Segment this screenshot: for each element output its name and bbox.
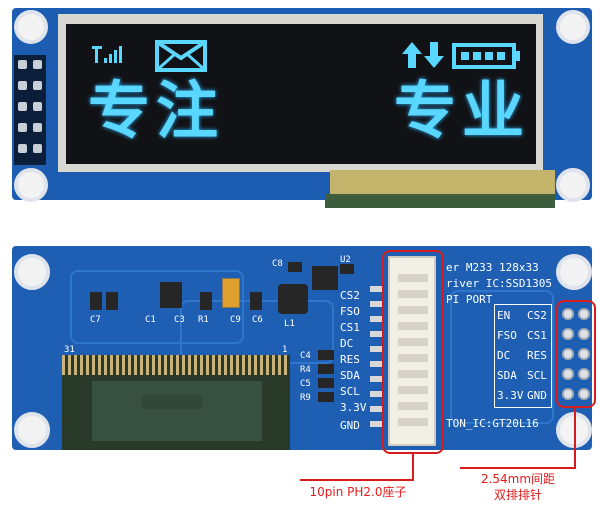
header-label: SDA bbox=[497, 369, 517, 382]
font-ic-text: TON_IC:GT20L16 bbox=[446, 417, 539, 430]
component-label: C5 bbox=[300, 379, 311, 389]
header-pin bbox=[578, 368, 590, 380]
mounting-hole bbox=[556, 254, 592, 290]
pin-label: RES bbox=[340, 353, 360, 366]
capacitor bbox=[340, 264, 354, 274]
ph2-connector bbox=[388, 256, 436, 446]
spi-port-text: PI PORT bbox=[446, 293, 493, 306]
inductor bbox=[278, 284, 308, 314]
component-label: R9 bbox=[300, 393, 311, 403]
resistor bbox=[318, 392, 334, 402]
header-label: EN bbox=[497, 309, 511, 322]
header-pin bbox=[578, 308, 590, 320]
pin-label: 3.3V bbox=[340, 401, 367, 414]
oled-display bbox=[66, 24, 536, 164]
callout-line bbox=[300, 479, 414, 481]
transfer-arrows-icon bbox=[402, 42, 444, 68]
header-pin bbox=[578, 328, 590, 340]
battery-icon bbox=[452, 43, 520, 69]
header-label: SCL bbox=[527, 369, 547, 382]
callout-line bbox=[574, 408, 576, 468]
header-pin bbox=[562, 328, 574, 340]
header-pin bbox=[562, 308, 574, 320]
header-label: CS1 bbox=[527, 329, 547, 342]
mounting-hole bbox=[14, 412, 50, 448]
header-pin bbox=[562, 348, 574, 360]
header-pin bbox=[578, 348, 590, 360]
header-label: DC bbox=[497, 349, 511, 362]
tantalum-capacitor bbox=[222, 278, 240, 308]
driver-ic-text: river IC:SSD1305 bbox=[446, 277, 552, 290]
header-pin bbox=[562, 368, 574, 380]
capacitor bbox=[318, 378, 334, 388]
header-callout-line2: 双排排针 bbox=[462, 486, 574, 503]
component-label: C4 bbox=[300, 351, 311, 361]
pin-number-label: 1 bbox=[282, 345, 288, 355]
component-label: C1 bbox=[145, 315, 156, 325]
pin-header bbox=[14, 55, 46, 165]
header-pin bbox=[578, 388, 590, 400]
part-number-text: er M233 128x33 bbox=[446, 261, 539, 274]
component-label: L1 bbox=[284, 319, 295, 329]
capacitor bbox=[90, 292, 102, 310]
pcb-trace bbox=[70, 270, 244, 344]
pin-number-label: 31 bbox=[64, 345, 75, 355]
signal-icon bbox=[92, 46, 122, 63]
ic-chip bbox=[312, 266, 338, 290]
header-label: FSO bbox=[497, 329, 517, 342]
component-label: C9 bbox=[230, 315, 241, 325]
component-label: C7 bbox=[90, 315, 101, 325]
pin-label: CS1 bbox=[340, 321, 360, 334]
mounting-hole bbox=[556, 10, 590, 44]
component-label: C6 bbox=[252, 315, 263, 325]
pin-label: GND bbox=[340, 419, 360, 432]
connector-pads bbox=[370, 286, 384, 436]
pin-label: DC bbox=[340, 337, 354, 350]
component-label: U2 bbox=[340, 255, 351, 265]
display-text-left: 专注 bbox=[88, 74, 225, 147]
header-pin bbox=[562, 388, 574, 400]
pin-label: SDA bbox=[340, 369, 360, 382]
capacitor bbox=[288, 262, 302, 272]
capacitor bbox=[250, 292, 262, 310]
capacitor bbox=[318, 350, 334, 360]
mounting-hole bbox=[14, 10, 48, 44]
component-label: R4 bbox=[300, 365, 311, 375]
callout-line bbox=[460, 467, 576, 469]
mounting-hole bbox=[14, 168, 48, 202]
capacitor bbox=[106, 292, 118, 310]
header-label-table bbox=[494, 304, 552, 408]
component-label: R1 bbox=[198, 315, 209, 325]
component-label: C8 bbox=[272, 259, 283, 269]
header-callout-line1: 2.54mm间距 bbox=[462, 470, 574, 487]
connector-callout: 10pin PH2.0座子 bbox=[302, 483, 414, 500]
pin-label: CS2 bbox=[340, 289, 360, 302]
header-label: CS2 bbox=[527, 309, 547, 322]
mounting-hole bbox=[14, 254, 50, 290]
header-label: GND bbox=[527, 389, 547, 402]
transistor bbox=[160, 282, 182, 308]
connector-highlight-box bbox=[382, 250, 444, 454]
resistor bbox=[318, 364, 334, 374]
callout-line bbox=[412, 454, 414, 480]
pin-label: FSO bbox=[340, 305, 360, 318]
header-label: RES bbox=[527, 349, 547, 362]
display-text-right: 专业 bbox=[394, 74, 531, 147]
resistor bbox=[200, 292, 212, 310]
pin-label: SCL bbox=[340, 385, 360, 398]
header-highlight-box bbox=[556, 300, 596, 408]
flex-cable bbox=[62, 355, 290, 450]
mounting-hole bbox=[556, 168, 590, 202]
component-label: C3 bbox=[174, 315, 185, 325]
pcb-trace bbox=[450, 290, 554, 424]
header-label: 3.3V bbox=[497, 389, 524, 402]
flex-cable-connector bbox=[325, 194, 555, 208]
mail-icon bbox=[155, 40, 207, 72]
